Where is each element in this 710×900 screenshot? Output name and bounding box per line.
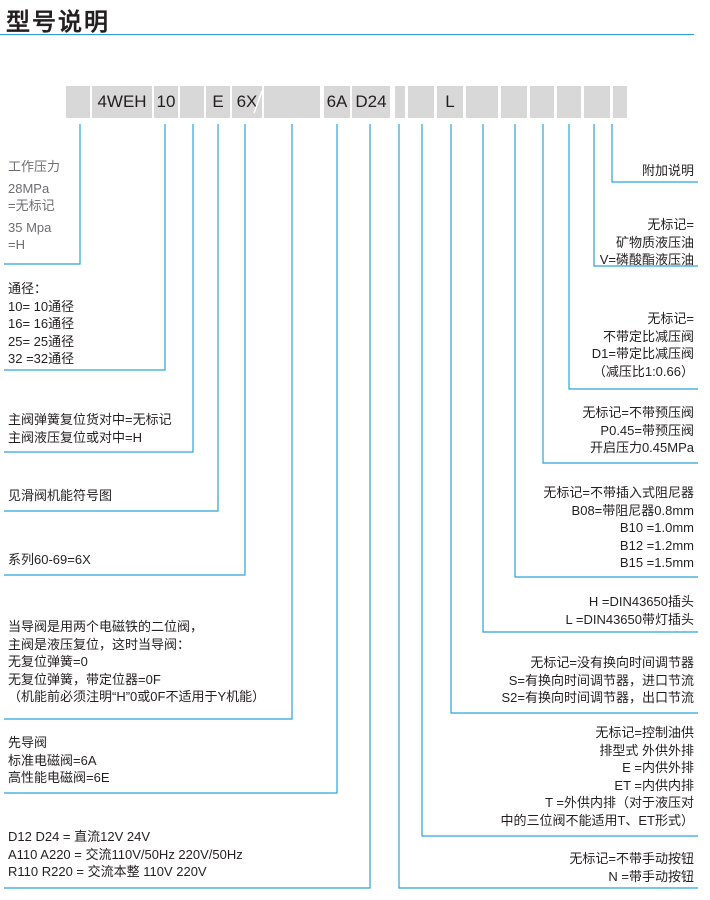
note-manual-line-1: 无标记=不带手动按钮 [569,851,694,866]
note-spring-line-2: 主阀液压复位或对中=H [8,429,142,445]
note-supply-line-2: 排型式 外供外排 [599,742,694,758]
note-symbol: 见滑阀机能符号图 [8,487,112,505]
note-timer-line-3: S2=有换向时间调节器，出口节流 [501,690,695,706]
note-series: 系列60-69=6X [8,551,91,569]
code-box-pressure [66,86,90,118]
note-voltage-rectified: R110 R220 = 交流本整 110V 220V [8,864,207,880]
page-title: 型号说明 [6,8,110,36]
note-preload-line-1: 无标记=不带预压阀 [582,405,694,420]
note-diameter-16: 16= 16通径 [8,316,75,332]
code-box-reducing [557,86,581,118]
note-plug-line-2: L =DIN43650带灯插头 [565,611,695,627]
note-voltage: D12 D24 = 直流12V 24V A110 A220 = 交流110V/5… [8,828,243,881]
note-pilot-line-5: （机能前必须注明“H”0或0F不适用于Y机能） [8,689,266,705]
note-series-line: 系列60-69=6X [8,552,91,567]
note-supply-line-3: E =内供外排 [622,760,694,776]
note-timer-line-1: 无标记=没有换向时间调节器 [530,655,694,670]
note-pilot-two-position: 当导阀是用两个电磁铁的二位阀， 主阀是液压复位，这时当导阀： 无复位弹簧=0 无… [8,618,265,706]
note-diameter: 通径： 10= 10通径 16= 16通径 25= 25通径 32 =32通径 [8,280,74,368]
code-box-pilot-magnet: 6A [324,86,350,118]
code-box-spring [180,86,204,118]
note-magnet-6a: 标准电磁阀=6A [8,752,97,768]
code-box-timer: L [437,86,463,118]
note-preload: 无标记=不带预压阀 P0.45=带预压阀 开启压力0.45MPa [582,404,694,457]
note-damper-line-5: B15 =1.5mm [619,555,694,571]
note-fluid-line-1: 无标记= [647,217,694,232]
note-pressure-heading: 工作压力 [8,159,61,174]
code-box-damper [501,86,527,118]
note-pilot-line-4: 无复位弹簧，带定位器=0F [8,671,161,687]
note-damper-line-1: 无标记=不带插入式阻尼器 [543,485,694,500]
code-box-fluid [584,86,610,118]
note-reducing-line-1: 无标记= [647,311,694,326]
note-damper-line-2: B08=带阻尼器0.8mm [571,502,694,518]
code-box-symbol: E [206,86,230,118]
note-preload-line-3: 开启压力0.45MPa [589,440,694,456]
code-box-plug [466,86,498,118]
note-diameter-32: 32 =32通径 [8,351,75,367]
note-damper-line-3: B10 =1.0mm [619,520,694,536]
note-plug: H =DIN43650插头 L =DIN43650带灯插头 [566,593,695,628]
note-pressure-35mpa: 35 Mpa [8,219,52,235]
note-pressure: 工作压力 28MPa =无标记 35 Mpa =H [8,158,60,254]
note-supply-line-5: T =外供内排（对于液压对 [545,795,694,811]
code-box-extra [613,86,627,118]
note-manual: 无标记=不带手动按钮 N =带手动按钮 [569,850,694,885]
note-pilot-line-2: 主阀是液压复位，这时当导阀： [8,636,191,652]
note-extra-line: 附加说明 [641,163,694,178]
note-fluid-line-3: V=磷酸酯液压油 [599,252,694,268]
note-magnet-6e: 高性能电磁阀=6E [8,770,110,786]
note-reducing-line-2: 不带定比减压阀 [602,328,694,344]
note-pressure-28mpa: 28MPa [8,180,50,196]
note-damper-line-4: B12 =1.2mm [619,537,694,553]
note-spring: 主阀弹簧复位货对中=无标记 主阀液压复位或对中=H [8,411,172,446]
note-extra: 附加说明 [642,162,694,180]
note-supply: 无标记=控制油供 排型式 外供外排 E =内供外排 ET =内供内排 T =外供… [500,724,694,830]
note-fluid: 无标记= 矿物质液压油 V=磷酸酯液压油 [600,216,694,269]
note-supply-line-1: 无标记=控制油供 [595,725,694,740]
note-diameter-25: 25= 25通径 [8,333,75,349]
note-symbol-line: 见滑阀机能符号图 [8,488,113,503]
note-diameter-10: 10= 10通径 [8,298,75,314]
code-box-series: 6X [232,86,262,118]
note-reducing: 无标记= 不带定比减压阀 D1=带定比减压阀 （减压比1:0.66） [592,310,694,380]
code-box-model: 4WEH [92,86,152,118]
note-magnet-heading: 先导阀 [8,735,48,750]
note-pilot-line-3: 无复位弹簧=0 [8,654,88,670]
note-pilot-line-1: 当导阀是用两个电磁铁的二位阀， [8,619,204,634]
code-box-diameter: 10 [154,86,178,118]
note-pilot-magnet: 先导阀 标准电磁阀=6A 高性能电磁阀=6E [8,734,110,787]
code-box-supply [408,86,434,118]
note-voltage-dc: D12 D24 = 直流12V 24V [8,829,150,844]
note-timer-line-2: S=有换向时间调节器，进口节流 [508,672,694,688]
code-box-manual [395,86,405,118]
title-divider [0,34,694,35]
note-fluid-line-2: 矿物质液压油 [615,234,694,250]
note-supply-line-4: ET =内供内排 [614,777,694,793]
note-pressure-35mpa-code: =H [8,237,25,253]
note-plug-line-1: H =DIN43650插头 [588,594,694,609]
note-timer: 无标记=没有换向时间调节器 S=有换向时间调节器，进口节流 S2=有换向时间调节… [502,654,695,707]
note-damper: 无标记=不带插入式阻尼器 B08=带阻尼器0.8mm B10 =1.0mm B1… [543,484,694,572]
code-box-pilot-two-position [264,86,320,118]
note-diameter-heading: 通径： [8,281,48,296]
note-preload-line-2: P0.45=带预压阀 [600,422,694,438]
note-voltage-ac: A110 A220 = 交流110V/50Hz 220V/50Hz [8,846,243,862]
note-spring-line-1: 主阀弹簧复位货对中=无标记 [8,412,172,427]
note-reducing-line-4: （减压比1:0.66） [592,363,694,379]
note-manual-line-2: N =带手动按钮 [608,868,694,884]
code-box-preload [530,86,554,118]
note-pressure-28mpa-code: =无标记 [8,198,55,214]
code-box-voltage: D24 [352,86,390,118]
note-supply-line-6: 中的三位阀不能适用T、ET形式） [500,812,694,828]
note-reducing-line-3: D1=带定比减压阀 [591,346,694,362]
